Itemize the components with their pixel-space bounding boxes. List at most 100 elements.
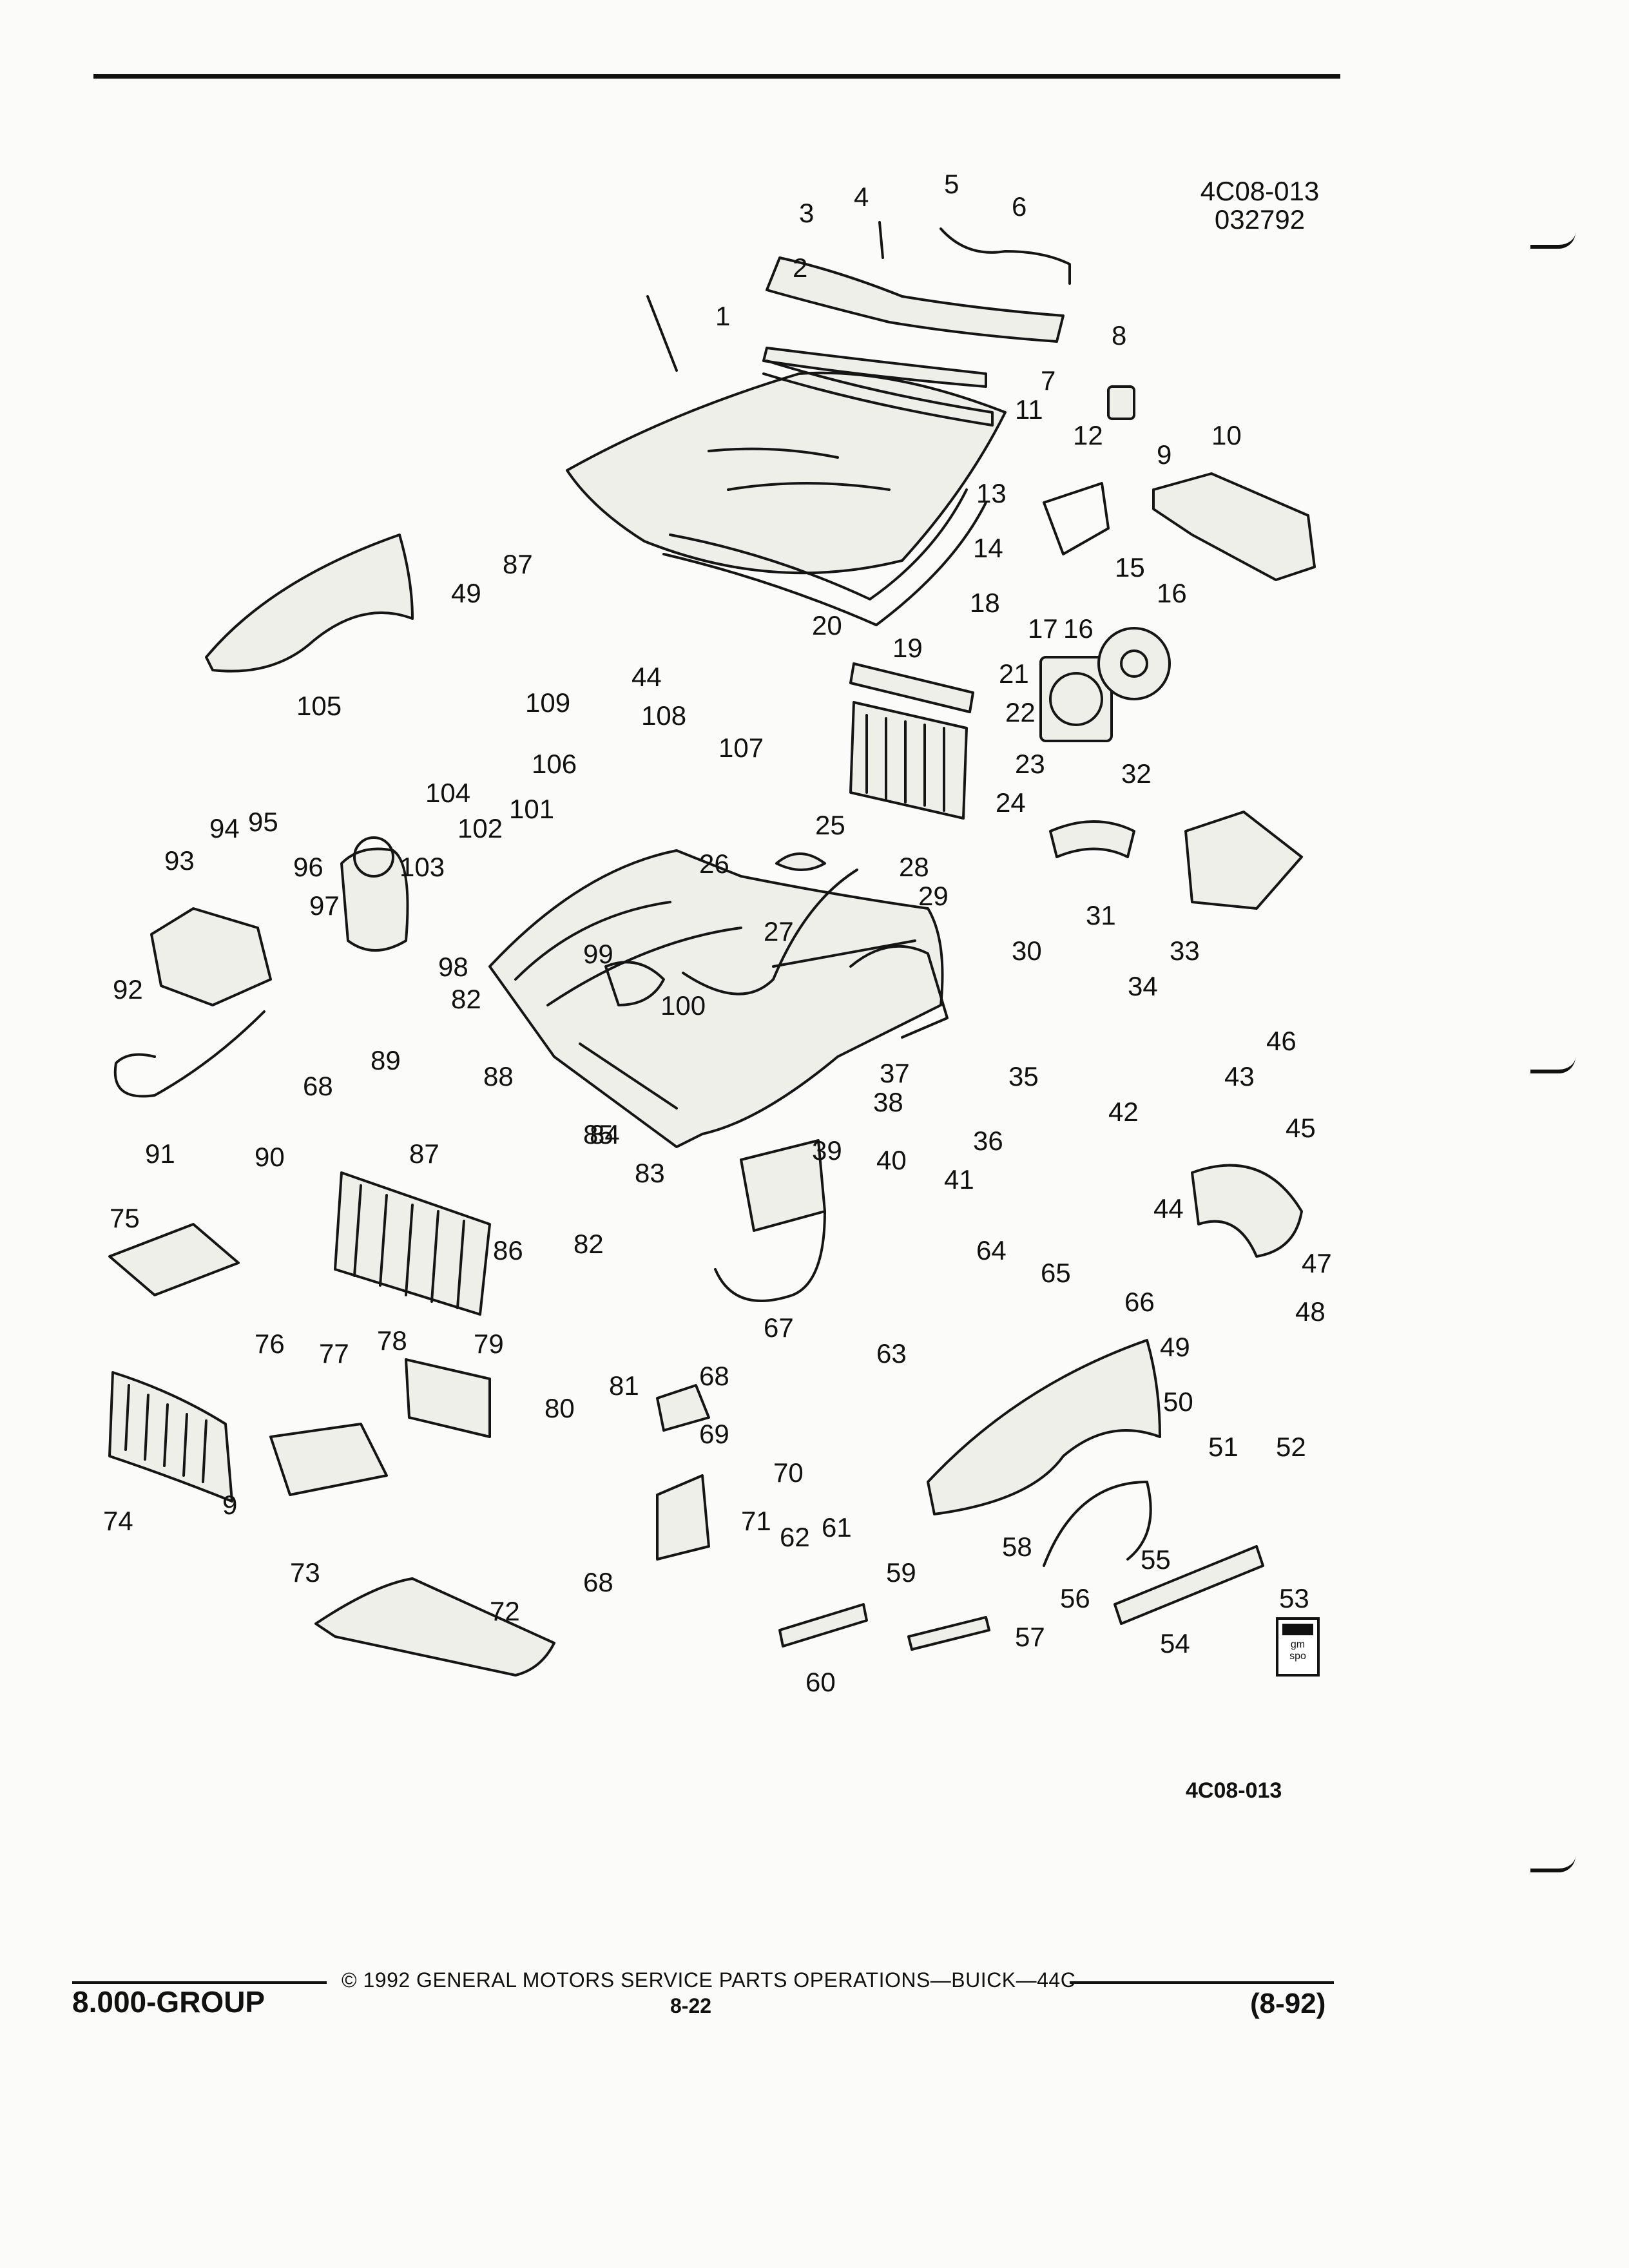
panel-75 — [108, 1223, 240, 1296]
group-label: 8.000-GROUP — [72, 1985, 265, 2019]
callout: 82 — [451, 984, 481, 1014]
callout: 100 — [660, 990, 706, 1021]
callout: 36 — [973, 1126, 1003, 1156]
callout: 90 — [255, 1142, 285, 1172]
hose-90 — [113, 1010, 265, 1098]
callout: 87 — [409, 1139, 439, 1169]
reservoir-92 — [150, 907, 272, 1006]
callout: 44 — [631, 662, 662, 692]
callout: 68 — [699, 1361, 729, 1391]
figure-code-header: 4C08-013 032792 — [1186, 177, 1334, 234]
molding-54 — [1113, 1545, 1264, 1625]
callout: 32 — [1121, 758, 1152, 789]
molding-60 — [778, 1603, 868, 1648]
wheelhouse-45 — [1191, 1164, 1303, 1258]
callout: 80 — [545, 1393, 575, 1423]
fan-shroud-16 — [1039, 656, 1113, 742]
callout: 98 — [438, 952, 468, 982]
callout: 76 — [255, 1329, 285, 1359]
front-body-structure — [488, 849, 944, 1148]
callout: 93 — [164, 845, 195, 876]
callout: 12 — [1073, 420, 1103, 450]
fan-blade-16 — [1097, 627, 1171, 700]
callout: 30 — [1012, 936, 1042, 966]
hood-seal — [762, 347, 987, 388]
callout: 43 — [1224, 1061, 1255, 1091]
hood-hinge-15 — [1043, 482, 1110, 555]
callout: 59 — [886, 1557, 916, 1588]
callout: 17 — [1028, 613, 1058, 644]
callout: 61 — [822, 1512, 852, 1542]
callout: 9 — [1157, 439, 1171, 470]
callout: 15 — [1115, 552, 1145, 582]
callout: 4 — [854, 182, 869, 212]
callout: 64 — [976, 1235, 1007, 1265]
bumper-72 — [314, 1577, 555, 1677]
callout: 81 — [609, 1370, 639, 1401]
callout: 86 — [493, 1235, 523, 1265]
callout: 10 — [1211, 420, 1242, 450]
callout: 83 — [635, 1158, 665, 1188]
parts-art — [108, 221, 1316, 1677]
radiator-78 — [334, 1171, 491, 1316]
callout: 58 — [1002, 1532, 1032, 1562]
callout: 109 — [525, 687, 570, 718]
headlamp-73 — [269, 1423, 388, 1496]
callout: 102 — [458, 813, 503, 843]
callout: 19 — [892, 633, 923, 663]
copyright-line: © 1992 GENERAL MOTORS SERVICE PARTS OPER… — [342, 1968, 1076, 1992]
liner-56 — [1043, 1481, 1152, 1567]
revision-date: (8-92) — [1250, 1988, 1326, 2019]
callout: 31 — [1086, 900, 1116, 930]
air-cleaner-33 — [1184, 811, 1303, 910]
callout: 96 — [293, 852, 323, 882]
hood-panel — [566, 371, 1007, 575]
fender-49-upper — [205, 533, 414, 673]
hose-32 — [1049, 820, 1135, 858]
callout: 73 — [290, 1557, 320, 1588]
callout: 46 — [1266, 1026, 1296, 1056]
callout: 74 — [103, 1506, 133, 1536]
callout: 84 — [590, 1119, 620, 1149]
callout: 87 — [503, 549, 533, 579]
top-rule — [93, 74, 1340, 79]
callout: 38 — [873, 1087, 903, 1117]
callout: 26 — [699, 849, 729, 879]
callout: 55 — [1141, 1544, 1171, 1575]
callout: 18 — [970, 588, 1000, 618]
callout: 6 — [1012, 191, 1027, 222]
air-duct-10 — [1152, 472, 1316, 581]
binding-mark — [1530, 1856, 1576, 1872]
callout: 66 — [1124, 1287, 1155, 1317]
callout: 28 — [899, 852, 929, 882]
fender-49-lower — [927, 1339, 1161, 1515]
callout: 7 — [1041, 365, 1055, 396]
callout: 97 — [309, 890, 340, 921]
callout: 65 — [1041, 1258, 1071, 1288]
callout: 50 — [1163, 1387, 1193, 1417]
module-69 — [656, 1384, 710, 1432]
logo-text-spo: spo — [1289, 1651, 1306, 1662]
callout: 25 — [815, 810, 845, 840]
callout: 95 — [248, 807, 278, 837]
cap-26 — [775, 852, 826, 871]
hood-hinge-frame — [662, 488, 987, 626]
hose-67 — [714, 1210, 826, 1302]
callout: 106 — [532, 749, 577, 779]
motor-95 — [340, 847, 409, 952]
callout: 34 — [1128, 971, 1158, 1001]
callout: 16 — [1157, 578, 1187, 608]
callout: 14 — [973, 533, 1003, 563]
callout: 62 — [780, 1522, 810, 1552]
callout: 8 — [1112, 320, 1126, 351]
binding-mark — [1530, 232, 1576, 249]
callout: 1 — [715, 301, 730, 331]
callout: 94 — [209, 813, 240, 843]
hinge-bracket-8 — [1107, 385, 1135, 420]
radiator-support-21 — [849, 662, 974, 713]
callout: 39 — [812, 1135, 842, 1166]
callout: 101 — [509, 794, 554, 824]
callout: 107 — [718, 733, 764, 763]
hood-latch-support — [604, 961, 665, 1006]
